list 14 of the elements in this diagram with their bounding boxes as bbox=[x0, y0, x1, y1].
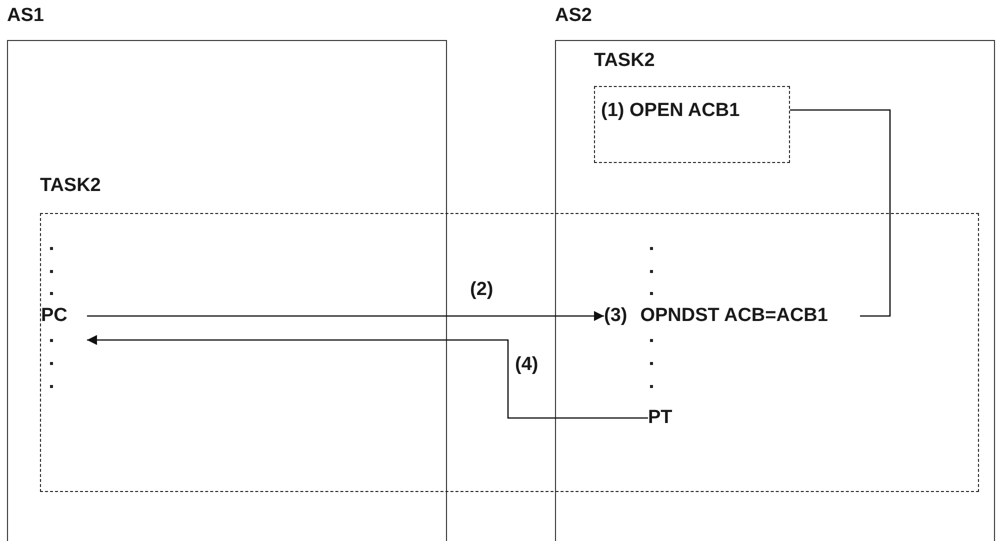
step-number: (3) bbox=[604, 304, 628, 328]
task-title: TASK2 bbox=[594, 49, 655, 73]
arrow bbox=[87, 311, 604, 321]
instruction-text: (1) OPEN ACB1 bbox=[601, 99, 740, 123]
task-title: TASK2 bbox=[40, 174, 101, 198]
instruction-text: PT bbox=[648, 406, 674, 430]
instruction-text: OPNDST ACB=ACB1 bbox=[640, 304, 829, 328]
address-space-title: AS1 bbox=[7, 4, 44, 28]
arrow bbox=[87, 335, 648, 419]
connector-line bbox=[790, 109, 891, 317]
edge-label: (2) bbox=[468, 278, 496, 302]
address-space-title: AS2 bbox=[555, 4, 592, 28]
edge-label: (4) bbox=[513, 353, 540, 377]
instruction-text: PC bbox=[41, 304, 68, 328]
